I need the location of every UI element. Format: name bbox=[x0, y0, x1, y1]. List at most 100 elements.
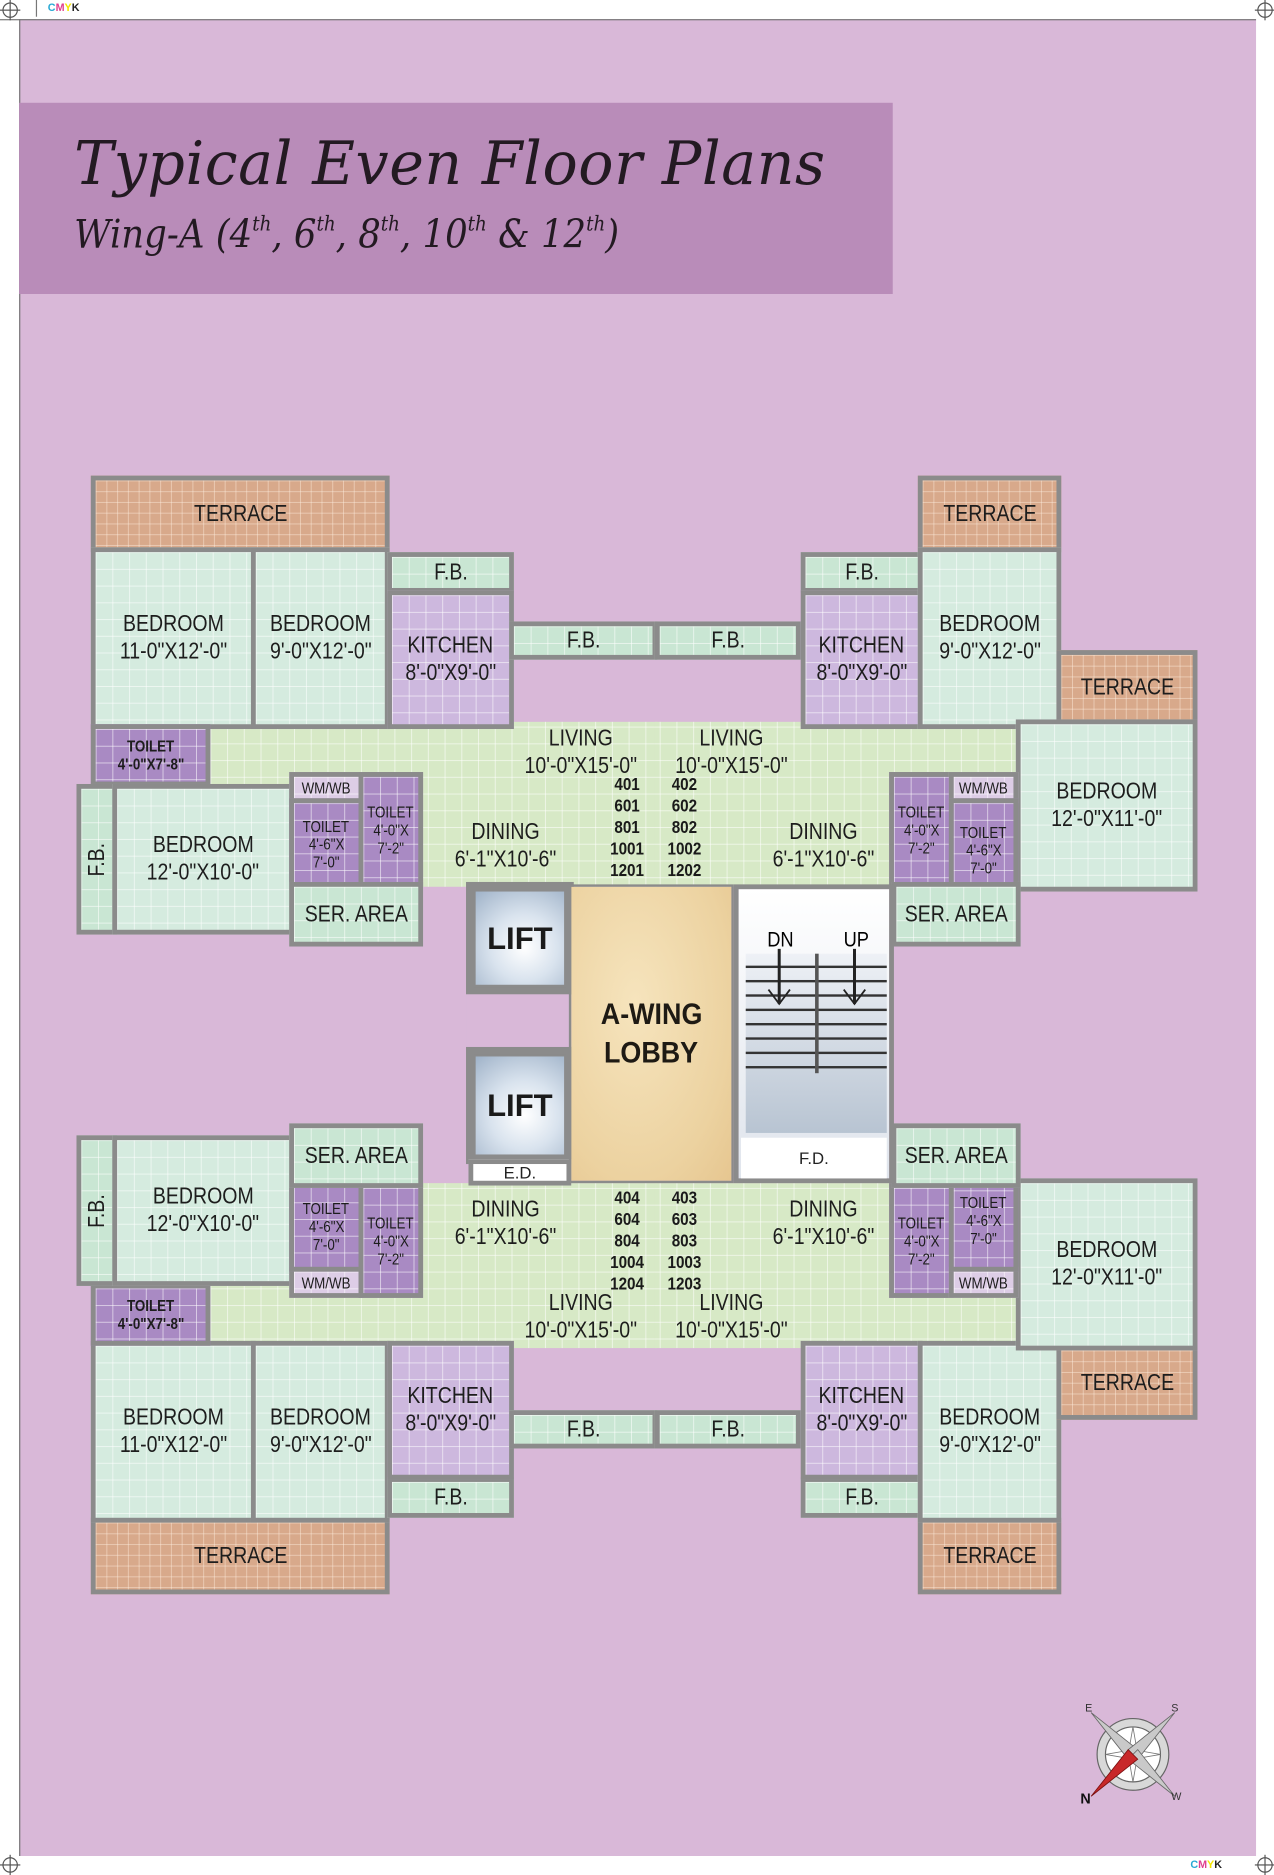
lift-2-label: LIFT bbox=[475, 1056, 565, 1155]
room-ser: SER. AREA bbox=[891, 1123, 1021, 1188]
separator: , bbox=[399, 210, 423, 257]
living-size: 10'-0"X15'-0" bbox=[675, 1318, 788, 1344]
floor-number: 12 bbox=[540, 210, 587, 257]
compass-north: N bbox=[1080, 1790, 1091, 1807]
room-name: SER. AREA bbox=[904, 1143, 1008, 1169]
dining-size: 6'-1"X10'-6" bbox=[454, 1224, 557, 1251]
room-name: TERRACE bbox=[942, 501, 1037, 527]
living-size: 10'-0"X15'-0" bbox=[524, 754, 638, 780]
stair-arrows-icon bbox=[767, 948, 866, 1006]
flat-number: 1204 bbox=[610, 1273, 645, 1295]
room-name: TOILET bbox=[960, 1193, 1007, 1212]
room-name: BEDROOM bbox=[269, 1405, 371, 1431]
flat-number: 402 bbox=[671, 774, 698, 795]
room-size: 12'-0"X10'-0" bbox=[146, 860, 260, 886]
compass-icon bbox=[1090, 1712, 1176, 1797]
registration-mark-icon bbox=[0, 0, 21, 21]
cmyk-y: Y bbox=[1207, 1858, 1215, 1871]
living-name: LIVING bbox=[548, 1290, 613, 1316]
room-size: 4'-0"X7'-8" bbox=[117, 1314, 184, 1333]
flat-number: 604 bbox=[614, 1209, 640, 1230]
crop-mark bbox=[0, 19, 36, 21]
cmyk-y: Y bbox=[64, 1, 72, 14]
room-name: WM/WB bbox=[301, 778, 351, 797]
room-terrace: TERRACE bbox=[917, 475, 1062, 553]
cmyk-m: M bbox=[1198, 1858, 1208, 1871]
room-name: TOILET bbox=[960, 822, 1007, 841]
room-name: TOILET bbox=[898, 1213, 945, 1232]
room-name: BEDROOM bbox=[152, 1184, 254, 1210]
room-size: 12'-0"X11'-0" bbox=[1051, 1265, 1163, 1291]
compass-south: S bbox=[1171, 1701, 1179, 1714]
cmyk-k: K bbox=[71, 1, 80, 14]
flat-number: 1202 bbox=[667, 860, 702, 881]
room-name: TERRACE bbox=[1080, 674, 1174, 700]
room-name: TOILET bbox=[898, 802, 945, 821]
room-fb-top: F.B. bbox=[387, 552, 514, 593]
room-name: TERRACE bbox=[1080, 1370, 1174, 1396]
flat-number: 803 bbox=[671, 1230, 698, 1252]
room-name: WM/WB bbox=[959, 1273, 1009, 1292]
fire-duct: F.D. bbox=[740, 1137, 887, 1179]
room-name: F.B. bbox=[844, 1484, 879, 1511]
flat-number: 404 bbox=[614, 1187, 640, 1209]
dining-name: DINING bbox=[471, 819, 540, 845]
room-size: 8'-0"X9'-0" bbox=[405, 1411, 496, 1437]
lift-1: LIFT bbox=[466, 881, 574, 995]
flat-number: 603 bbox=[671, 1209, 698, 1230]
registration-mark-icon bbox=[1254, 0, 1274, 21]
page-title: Typical Even Floor Plans bbox=[74, 129, 826, 199]
flat-number: 801 bbox=[614, 817, 640, 838]
flat-number: 1203 bbox=[667, 1273, 702, 1295]
room-size: 7'-0" bbox=[970, 1229, 997, 1248]
flat-number: 802 bbox=[671, 817, 698, 838]
room-name: TOILET bbox=[367, 1213, 415, 1232]
cmyk-mark-bottom: CMYK bbox=[1190, 1858, 1222, 1870]
room-size: 8'-0"X9'-0" bbox=[816, 660, 908, 686]
room-name: BEDROOM bbox=[122, 611, 224, 637]
room-ser: SER. AREA bbox=[289, 881, 424, 947]
room-size: 7'-0" bbox=[970, 858, 997, 877]
cmyk-c: C bbox=[47, 1, 56, 14]
floor-number: 10 bbox=[422, 210, 468, 257]
room-name: WM/WB bbox=[959, 778, 1009, 797]
lobby-label-line2: LOBBY bbox=[604, 1036, 699, 1070]
room-size: 9'-0"X12'-0" bbox=[269, 639, 372, 665]
room-size: 4'-0"X bbox=[373, 820, 409, 839]
flat-number: 602 bbox=[671, 795, 698, 817]
stair-down-label: DN bbox=[767, 927, 794, 952]
living-name: LIVING bbox=[548, 726, 613, 752]
room-name: TERRACE bbox=[942, 1543, 1037, 1569]
room-name: F.B. bbox=[844, 559, 879, 586]
room-fb-mid: F.B. bbox=[654, 1410, 801, 1449]
room-name: TOILET bbox=[302, 816, 350, 835]
room-size: 12'-0"X11'-0" bbox=[1051, 806, 1163, 832]
room-name: BEDROOM bbox=[1056, 1238, 1158, 1264]
room-size: 8'-0"X9'-0" bbox=[405, 660, 496, 686]
room-size: 7'-2" bbox=[908, 1249, 935, 1268]
flat-number: 804 bbox=[614, 1230, 640, 1252]
room-name: KITCHEN bbox=[407, 633, 494, 659]
room-name: F.B. bbox=[84, 842, 110, 877]
dining-size: 6'-1"X10'-6" bbox=[772, 1224, 875, 1251]
room-name: BEDROOM bbox=[122, 1405, 224, 1431]
room-name: BEDROOM bbox=[269, 611, 371, 637]
flat-number: 1003 bbox=[667, 1252, 702, 1273]
